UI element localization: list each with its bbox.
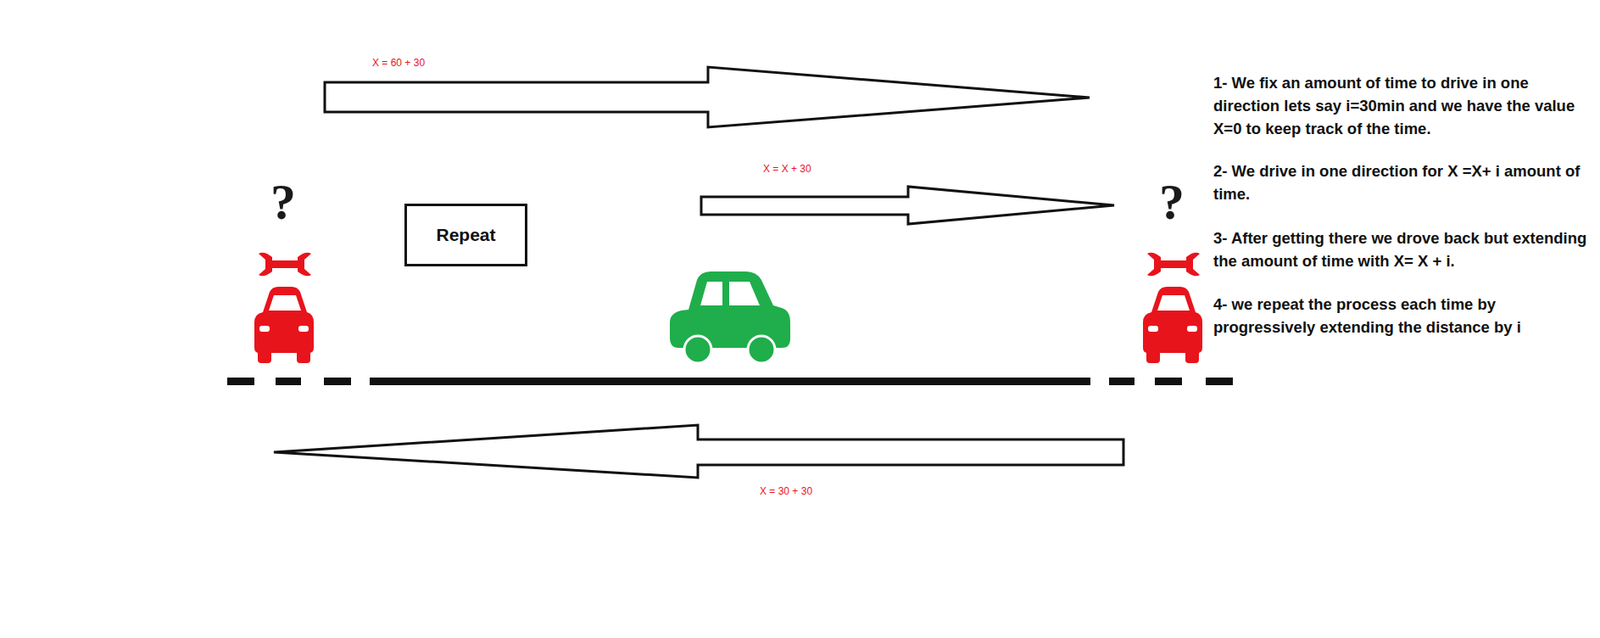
broken-car — [1142, 286, 1203, 363]
step-note: 1- We fix an amount of time to drive in … — [1213, 71, 1591, 140]
wrench-symbol — [258, 252, 312, 277]
process-box: Repeat — [404, 203, 528, 267]
step-note: 2- We drive in one direction for X =X+ i… — [1213, 159, 1591, 206]
wrench-symbol — [1147, 252, 1200, 277]
question-mark: ? — [1159, 176, 1185, 228]
box-label: Repeat — [435, 224, 496, 246]
arrow-right — [324, 66, 1090, 128]
arrow-left — [273, 424, 1124, 478]
formula-label: X = 60 + 30 — [372, 56, 425, 69]
question-mark: ? — [270, 176, 296, 228]
formula-label: X = X + 30 — [763, 162, 812, 175]
step-note: 3- After getting there we drove back but… — [1213, 226, 1591, 273]
step-note: 4- we repeat the process each time by pr… — [1213, 292, 1591, 339]
formula-label: X = 30 + 30 — [759, 485, 813, 497]
green-car — [669, 271, 791, 363]
broken-car — [254, 286, 314, 363]
arrow-right — [701, 186, 1115, 224]
road — [227, 377, 1233, 385]
